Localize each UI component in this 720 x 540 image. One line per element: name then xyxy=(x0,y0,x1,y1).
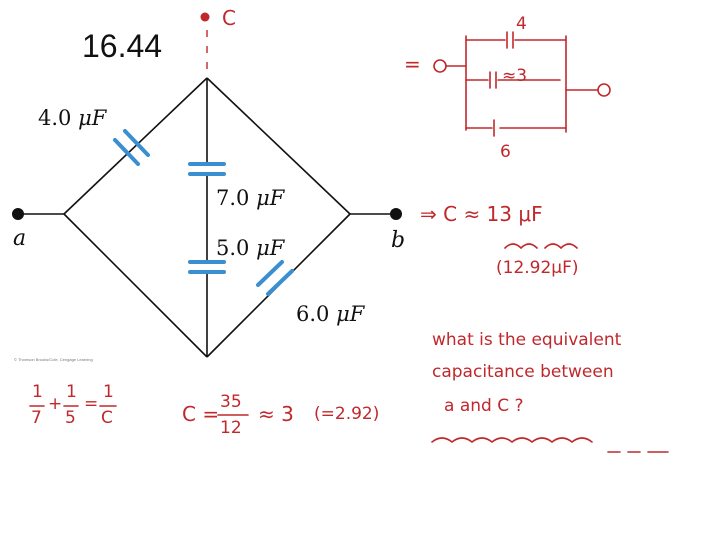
terminal-a-dot xyxy=(12,208,24,220)
label-7uF-unit: μF xyxy=(256,186,285,210)
frac1-den: 7 xyxy=(31,408,42,428)
label-5uF-value: 5.0 xyxy=(216,236,250,260)
question-line-2: capacitance between xyxy=(432,362,614,382)
label-6uF: 6.0 μF xyxy=(296,302,364,326)
sketch-cap-bottom-label: 6 xyxy=(500,142,511,162)
formula-den-12: 12 xyxy=(220,418,242,438)
formula-plus: + xyxy=(48,394,63,414)
node-c-label: C xyxy=(222,6,236,30)
label-6uF-value: 6.0 xyxy=(296,302,330,326)
formula-c-equals: C = xyxy=(182,402,220,426)
result-line: ⇒ C ≈ 13 μF xyxy=(420,202,543,226)
question-line-1: what is the equivalent xyxy=(432,330,622,350)
frac3-num: 1 xyxy=(103,382,114,402)
label-7uF-value: 7.0 xyxy=(216,186,250,210)
capacitor-4uF-plate2 xyxy=(123,129,150,157)
sketch-left-terminal xyxy=(433,59,447,73)
node-b-label: b xyxy=(391,228,406,253)
slide-title: 16.44 xyxy=(82,28,163,64)
label-4uF-unit: μF xyxy=(78,106,107,130)
frac2-den: 5 xyxy=(65,408,76,428)
frac3-den: C xyxy=(101,408,113,428)
label-4uF: 4.0 μF xyxy=(38,106,106,130)
capacitor-4uF-plate1 xyxy=(113,138,140,166)
sketch-cap-top-label: 4 xyxy=(516,14,527,34)
result-exact: (12.92μF) xyxy=(496,258,579,278)
label-5uF-unit: μF xyxy=(256,236,285,260)
formula-approx-3: ≈ 3 xyxy=(258,402,294,426)
frac2-num: 1 xyxy=(66,382,77,402)
node-a-label: a xyxy=(13,226,27,251)
formula-equals: = xyxy=(84,394,99,414)
terminal-b-dot xyxy=(390,208,402,220)
underline-squiggle-2 xyxy=(431,437,669,453)
question-line-3: a and C ? xyxy=(444,396,524,416)
formula-num-35: 35 xyxy=(220,392,242,412)
node-c-dot xyxy=(200,12,210,22)
frac1-num: 1 xyxy=(32,382,43,402)
underline-squiggle-1 xyxy=(504,243,578,250)
capacitor-6uF-plate2 xyxy=(266,269,294,296)
edge-lower-left xyxy=(63,213,208,358)
copyright-note: © Thomson Brooks/Cole, Cengage Learning xyxy=(14,357,93,362)
sketch-right-terminal xyxy=(597,83,611,97)
label-6uF-unit: μF xyxy=(336,302,365,326)
label-4uF-value: 4.0 xyxy=(38,106,72,130)
capacitor-6uF-plate1 xyxy=(256,260,284,287)
sketch-equals: = xyxy=(404,52,421,76)
formula-exact: (=2.92) xyxy=(314,404,380,424)
edge-upper-left xyxy=(63,77,208,215)
edge-upper-right xyxy=(206,77,351,215)
label-5uF: 5.0 μF xyxy=(216,236,284,260)
sketch-cap-mid-label: ≈3 xyxy=(502,66,528,86)
label-7uF: 7.0 μF xyxy=(216,186,284,210)
